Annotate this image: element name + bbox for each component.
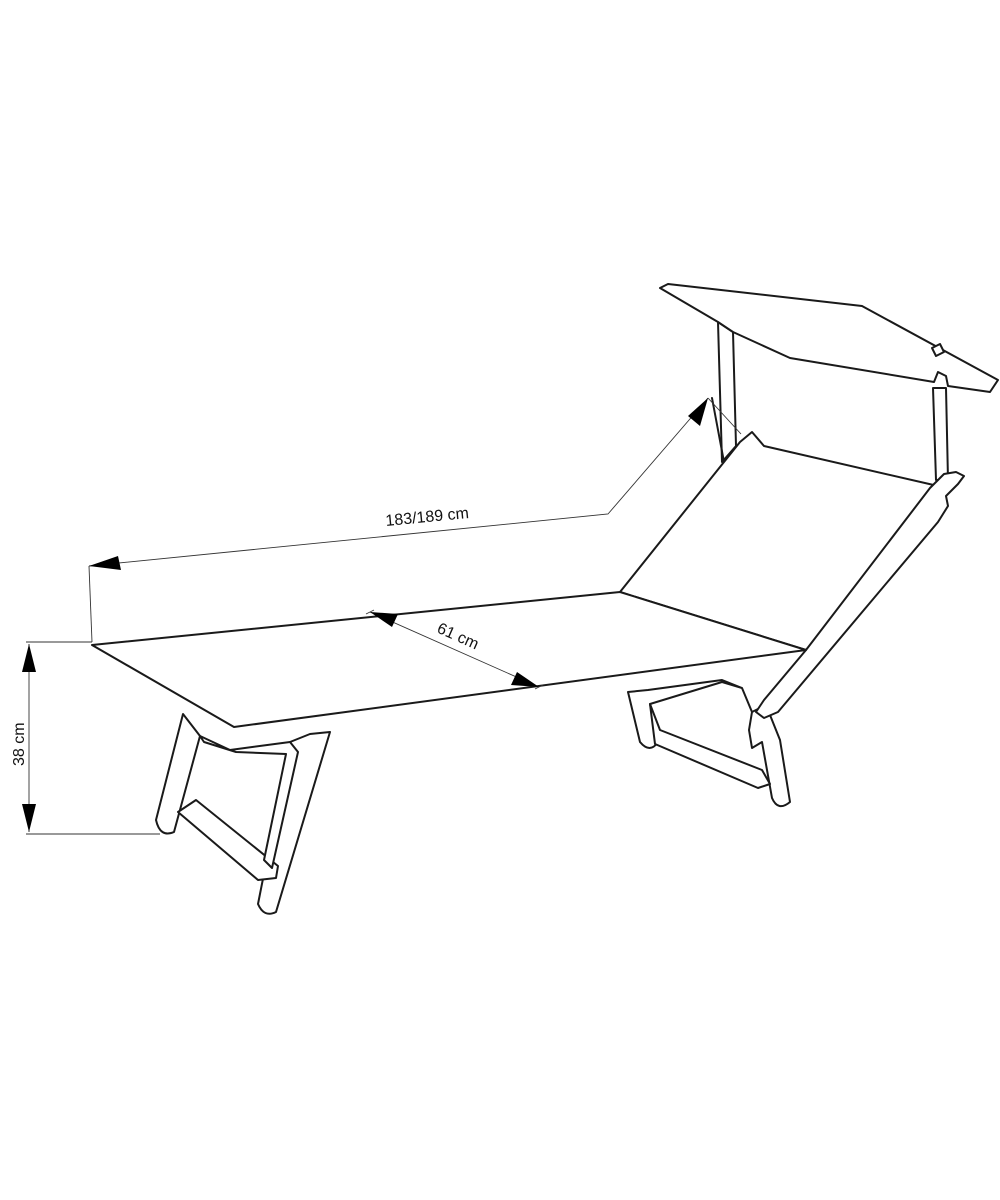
height-dimension: 38 cm: [11, 641, 160, 835]
height-arrow-bottom-icon: [22, 804, 36, 832]
height-label: 38 cm: [11, 722, 28, 766]
rear-leg-crossbar: [649, 703, 771, 789]
length-arrow-left-icon: [89, 556, 121, 570]
front-leg-inner-frame: [199, 735, 299, 869]
length-label: 183/189 cm: [385, 505, 470, 530]
canopy: [659, 283, 999, 393]
length-arrow-right-icon: [688, 398, 708, 426]
length-dimension: 183/189 cm: [88, 397, 742, 643]
width-arrow-right-icon: [511, 672, 539, 687]
seat-panel: [91, 591, 807, 728]
height-arrow-top-icon: [22, 644, 36, 672]
width-arrow-left-icon: [370, 612, 398, 627]
backrest-side-frame: [755, 471, 965, 719]
canopy-post-right: [932, 387, 949, 481]
rear-leg-frame: [627, 679, 791, 808]
front-leg-left: [155, 713, 201, 835]
canopy-clip: [931, 343, 945, 357]
front-leg-crossbar: [177, 799, 279, 881]
